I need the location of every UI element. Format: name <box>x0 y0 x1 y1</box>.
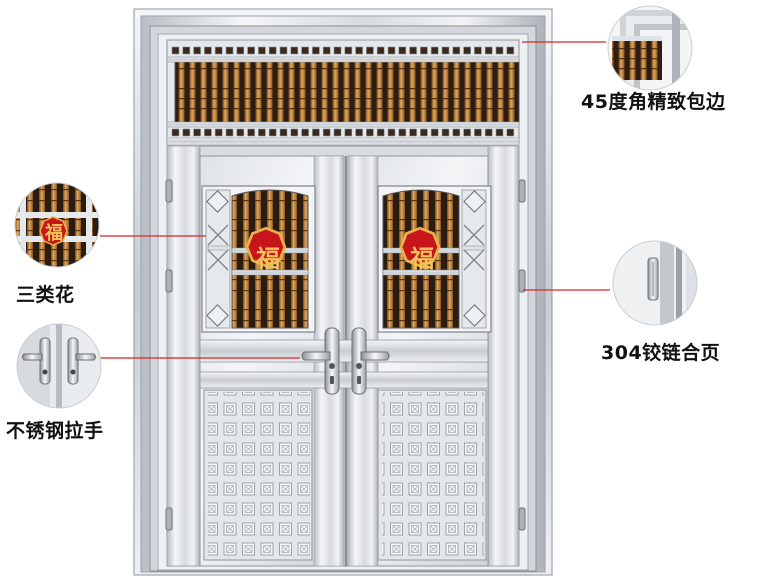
handle-label: 不锈钢拉手 <box>6 420 104 442</box>
hinge-detail-icon <box>613 241 697 325</box>
hinges <box>165 179 526 531</box>
transom-square <box>495 46 504 55</box>
transom-square <box>279 46 288 55</box>
left-handle <box>301 327 340 395</box>
transom-square <box>506 46 515 55</box>
transom-square <box>344 46 353 55</box>
transom-square <box>268 128 277 137</box>
transom-square <box>301 46 309 55</box>
transom-square <box>430 46 439 55</box>
bevel-edge-label: 45度角精致包边 <box>581 91 726 113</box>
transom-square <box>387 128 396 137</box>
transom-square <box>247 46 255 55</box>
right-fu-medallion: 福 <box>399 226 441 273</box>
corner-edge-detail-icon <box>608 6 692 90</box>
transom-square <box>398 128 407 137</box>
transom-square <box>430 128 439 137</box>
transom-square <box>204 128 212 137</box>
transom-square <box>506 128 515 137</box>
transom-square <box>387 46 396 55</box>
transom-square <box>484 46 493 55</box>
transom-square <box>236 46 245 55</box>
transom-square <box>355 128 363 137</box>
mid-rails <box>199 339 489 389</box>
transom-grille <box>166 39 520 146</box>
transom-square <box>376 128 385 137</box>
transom-square <box>366 46 374 55</box>
transom-square <box>268 46 277 55</box>
transom-square <box>193 46 201 55</box>
transom-square <box>452 128 461 137</box>
transom-square <box>463 128 471 137</box>
transom-square <box>452 46 461 55</box>
transom-square <box>182 46 191 55</box>
transom-square <box>290 128 299 137</box>
transom-square <box>171 46 180 55</box>
transom-top-squares <box>171 46 515 55</box>
transom-square <box>398 46 407 55</box>
transom-square <box>322 128 331 137</box>
transom-square <box>333 46 342 55</box>
transom-square <box>333 128 342 137</box>
transom-square <box>258 46 266 55</box>
left-fu-character: 福 <box>255 244 280 273</box>
transom-square <box>225 46 234 55</box>
transom-square <box>279 128 288 137</box>
transom-square <box>247 128 255 137</box>
transom-square <box>441 128 450 137</box>
transom-square <box>420 46 428 55</box>
transom-square <box>204 46 212 55</box>
transom-square <box>214 46 223 55</box>
lower-panels <box>203 389 487 561</box>
transom-square <box>355 46 363 55</box>
callout-lines <box>100 41 610 359</box>
transom-square <box>182 128 191 137</box>
transom-square <box>484 128 493 137</box>
transom-square <box>171 128 180 137</box>
fu-grille-detail-icon: 福 <box>15 183 99 267</box>
transom-square <box>312 46 320 55</box>
transom-square <box>312 128 320 137</box>
transom-square <box>225 128 234 137</box>
transom-square <box>258 128 266 137</box>
transom-square <box>474 128 482 137</box>
left-fu-medallion: 福 <box>245 226 287 273</box>
transom-square <box>441 46 450 55</box>
handle-detail-icon <box>17 324 101 408</box>
transom-square <box>409 128 417 137</box>
transom-square <box>301 128 309 137</box>
transom-square <box>236 128 245 137</box>
right-fu-character: 福 <box>409 244 434 273</box>
transom-square <box>376 46 385 55</box>
hinge-label: 304铰链合页 <box>601 342 721 364</box>
transom-square <box>214 128 223 137</box>
transom-square <box>420 128 428 137</box>
flower-label: 三类花 <box>16 284 75 306</box>
detail-fu-character: 福 <box>44 222 63 244</box>
transom-square <box>463 46 471 55</box>
transom-square <box>474 46 482 55</box>
right-handle <box>351 327 390 395</box>
transom-bottom-squares <box>171 128 515 137</box>
transom-square <box>290 46 299 55</box>
transom-square <box>409 46 417 55</box>
transom-square <box>495 128 504 137</box>
transom-square <box>322 46 331 55</box>
transom-square <box>193 128 201 137</box>
transom-square <box>344 128 353 137</box>
transom-square <box>366 128 374 137</box>
